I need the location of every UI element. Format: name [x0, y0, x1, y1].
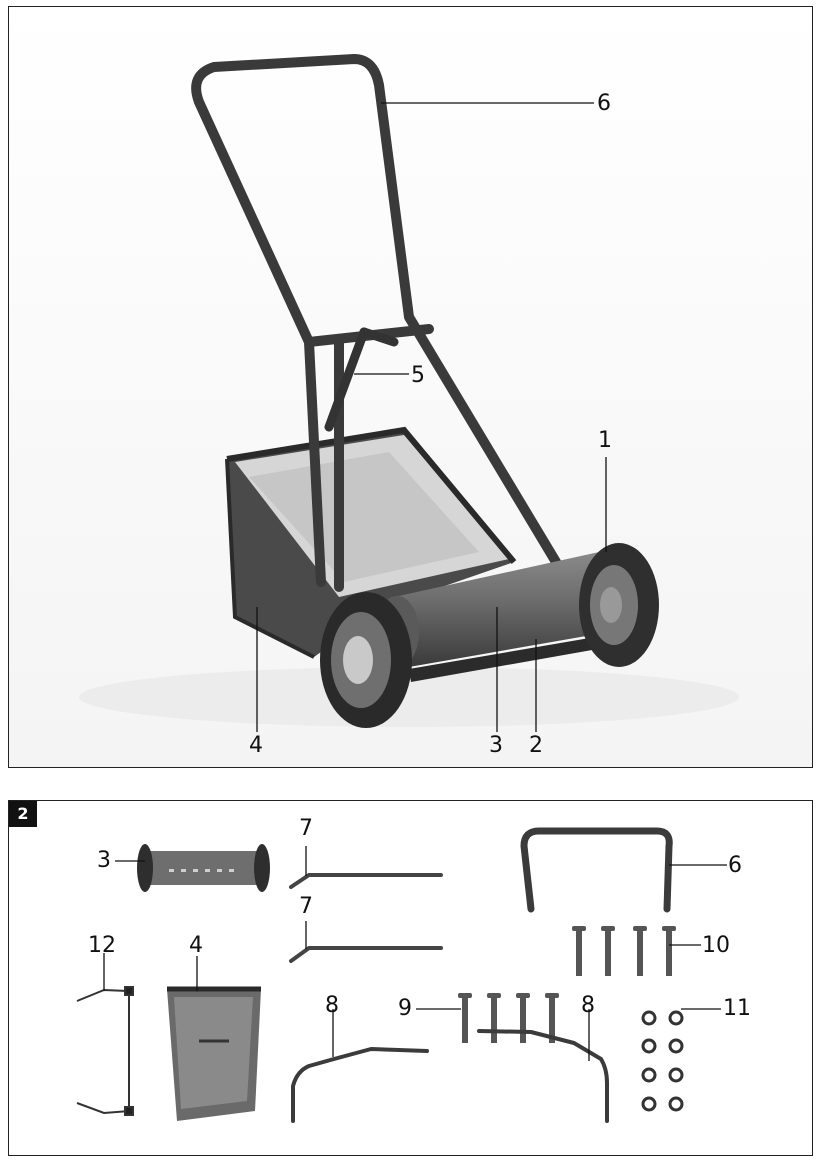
callout-5: 5: [411, 363, 425, 388]
callout-8b: 8: [581, 993, 595, 1018]
callout-3: 3: [97, 848, 111, 873]
parts-illustration: [76, 827, 727, 1123]
handle-brace: [324, 327, 399, 432]
callout-4: 4: [189, 933, 203, 958]
support-bars: [291, 1029, 609, 1123]
callout-4: 4: [249, 733, 263, 758]
nuts: [641, 1010, 684, 1112]
lower-handle-bars: [289, 873, 443, 963]
long-bolts: [572, 926, 676, 976]
upper-handle-part: [520, 827, 673, 913]
figure-number-badge: 2: [9, 801, 37, 827]
callout-6: 6: [728, 853, 742, 878]
lawn-mower-illustration: [9, 7, 812, 767]
callout-10: 10: [702, 933, 730, 958]
callout-6: 6: [597, 91, 611, 116]
callout-7a: 7: [299, 816, 313, 841]
callout-7b: 7: [299, 894, 313, 919]
grass-bag-part: [167, 986, 261, 1121]
callout-8a: 8: [325, 993, 339, 1018]
figure-2-panel: 2: [8, 800, 813, 1156]
callout-12: 12: [88, 933, 116, 958]
bag-frame-wire: [76, 986, 134, 1116]
figure-1-panel: 1: [8, 6, 813, 768]
callout-3: 3: [489, 733, 503, 758]
callout-1: 1: [598, 428, 612, 453]
callout-leader-lines: [256, 102, 607, 732]
grass-catcher-bag: [225, 426, 517, 659]
callout-11: 11: [723, 996, 751, 1021]
short-bolts: [458, 993, 559, 1043]
callout-leader-lines: [103, 846, 727, 1061]
cutting-cylinder-part: [137, 844, 270, 892]
callout-9: 9: [398, 996, 412, 1021]
right-wheel: [579, 543, 659, 667]
left-wheel: [320, 592, 412, 728]
callout-2: 2: [529, 733, 543, 758]
